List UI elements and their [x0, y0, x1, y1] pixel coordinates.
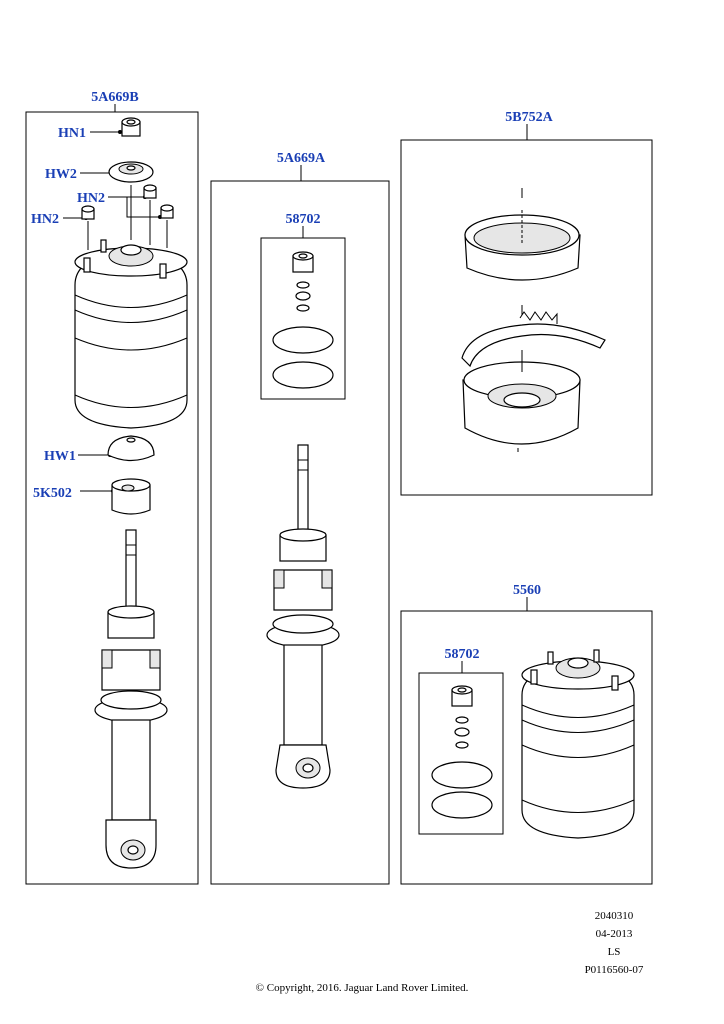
shock-absorber-mid-icon	[266, 444, 340, 789]
drawing-code: 2040310	[594, 910, 634, 922]
copyright: © Copyright, 2016. Jaguar Land Rover Lim…	[255, 982, 469, 994]
label-5a669a[interactable]: 5A669A	[277, 151, 326, 166]
air-spring-left-icon	[74, 239, 188, 429]
nut-hn1-icon	[121, 117, 141, 137]
ring-band-icon	[464, 188, 581, 281]
drawing-region: LS	[607, 946, 621, 958]
seal-kit-right-icon	[431, 685, 493, 819]
label-hn2-b[interactable]: HN2	[31, 212, 59, 227]
frame-right-kit	[418, 672, 504, 835]
label-5a669b[interactable]: 5A669B	[91, 90, 138, 105]
label-hw2[interactable]: HW2	[45, 167, 77, 182]
label-58702-right[interactable]: 58702	[445, 647, 480, 662]
drawing-ref: P0116560-07	[584, 964, 644, 976]
label-hw1[interactable]: HW1	[44, 449, 76, 464]
frame-left-assembly	[25, 111, 199, 885]
bump-stop-5k502-icon	[111, 478, 151, 515]
washer-hw2-icon	[108, 161, 154, 183]
label-5560[interactable]: 5560	[513, 583, 541, 598]
label-58702-mid[interactable]: 58702	[286, 212, 321, 227]
nut-hn2-icon	[81, 184, 174, 220]
seal-kit-mid-icon	[272, 251, 334, 389]
air-spring-right-icon	[521, 649, 635, 839]
drawing-date: 04-2013	[595, 928, 633, 940]
air-spring-top-icon	[461, 305, 606, 452]
label-hn2-a[interactable]: HN2	[77, 191, 105, 206]
frame-mid-assembly	[210, 180, 390, 885]
label-5b752a[interactable]: 5B752A	[505, 110, 553, 125]
washer-hw1-icon	[107, 435, 155, 462]
label-hn1[interactable]: HN1	[58, 126, 86, 141]
label-5k502[interactable]: 5K502	[33, 486, 72, 501]
shock-absorber-left-icon	[94, 529, 168, 869]
